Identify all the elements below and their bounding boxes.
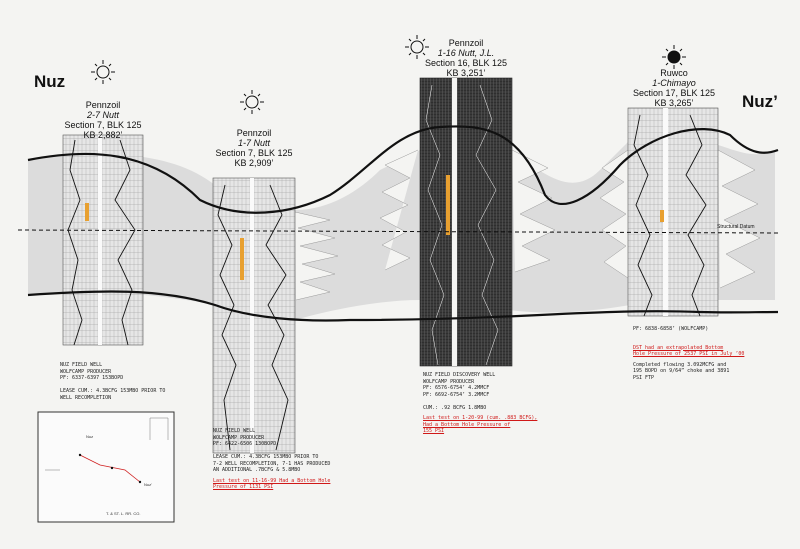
oil-well-symbol-icon	[91, 60, 115, 84]
correlation-wedge	[294, 211, 339, 301]
well-kb: KB 3,265’	[654, 98, 694, 108]
well-header: Pennzoil 2-7 Nutt Section 7, BLK 125 KB …	[58, 100, 148, 140]
well-operator: Pennzoil	[85, 100, 121, 110]
section-end-label: Nuz’	[742, 92, 778, 111]
upper-correlation-line	[27, 125, 779, 214]
well-section: Section 17, BLK 125	[632, 88, 716, 98]
well-header: Pennzoil 1-16 Nutt, J.L. Section 16, BLK…	[420, 38, 512, 78]
well-log-1-16-nutt	[419, 77, 513, 367]
correlation-wedge	[379, 149, 419, 271]
well-header: Pennzoil 1-7 Nutt Section 7, BLK 125 KB …	[207, 128, 301, 168]
well-operator: Ruwco	[660, 68, 688, 78]
well-header: Ruwco 1-Chimayo Section 17, BLK 125 KB 3…	[626, 68, 722, 108]
well-name: 1-7 Nutt	[237, 138, 270, 148]
structural-datum-label: Structural Datum	[717, 224, 755, 230]
map-label-nuz: Nuz	[86, 434, 94, 439]
map-caption: T. & ST. L. RR. CO.	[106, 511, 141, 516]
well-operator: Pennzoil	[448, 38, 484, 48]
well-operator: Pennzoil	[236, 128, 272, 138]
correlation-wedge	[599, 149, 629, 279]
correlation-wedge	[717, 149, 761, 289]
well-section: Section 7, BLK 125	[215, 148, 293, 158]
well-name: 2-7 Nutt	[86, 110, 119, 120]
section-start-label: Nuz	[34, 72, 66, 91]
map-label-nuz-prime: Nuz’	[144, 482, 153, 487]
structural-datum-line	[17, 229, 781, 234]
well-log-1-chimayo	[627, 107, 719, 317]
inset-location-map	[37, 411, 175, 523]
well-notes-1-chimayo: PF: 6838-6858’ (WOLFCAMP) DST had an ext…	[633, 326, 745, 381]
gas-well-symbol-icon	[662, 45, 686, 69]
well-kb: KB 3,251’	[446, 68, 486, 78]
oil-well-symbol-icon	[240, 90, 264, 114]
well-kb: KB 2,882’	[83, 130, 123, 140]
well-name: 1-Chimayo	[652, 78, 696, 88]
well-kb: KB 2,909’	[234, 158, 274, 168]
oil-well-symbol-icon	[405, 35, 429, 59]
well-section: Section 16, BLK 125	[424, 58, 508, 68]
well-section: Section 7, BLK 125	[64, 120, 142, 130]
lower-correlation-line	[27, 290, 779, 322]
correlation-wedge	[511, 149, 556, 273]
well-name: 1-16 Nutt, J.L.	[437, 48, 495, 58]
well-log-2-7-nutt	[62, 134, 144, 346]
